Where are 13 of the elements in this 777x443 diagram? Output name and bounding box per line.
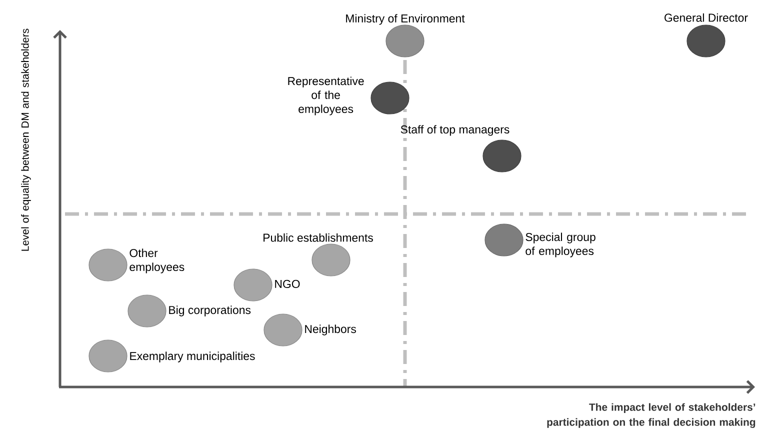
stakeholder-label: Big corporations — [169, 306, 251, 316]
stakeholder-label: NGO — [275, 280, 300, 288]
axis-label: Level of equality between DM and stakeholders — [21, 28, 31, 251]
stakeholder-label: General Director — [664, 13, 748, 22]
stakeholder-label: Representative of the employees — [288, 76, 364, 116]
stakeholder-label: Other employees — [130, 248, 184, 274]
stakeholder-label: Neighbors — [305, 324, 356, 336]
axis-label: The impact level of stakeholders’ participation on the final decision making — [547, 403, 756, 428]
stakeholder-label: Public establishments — [264, 233, 373, 242]
stakeholder-label: Special group of employees — [526, 232, 596, 258]
stakeholder-label: Staff of top managers — [400, 125, 510, 136]
stakeholder-label: Exemplary municipalities — [130, 352, 255, 362]
stakeholder-label: Ministry of Environment — [346, 14, 465, 25]
